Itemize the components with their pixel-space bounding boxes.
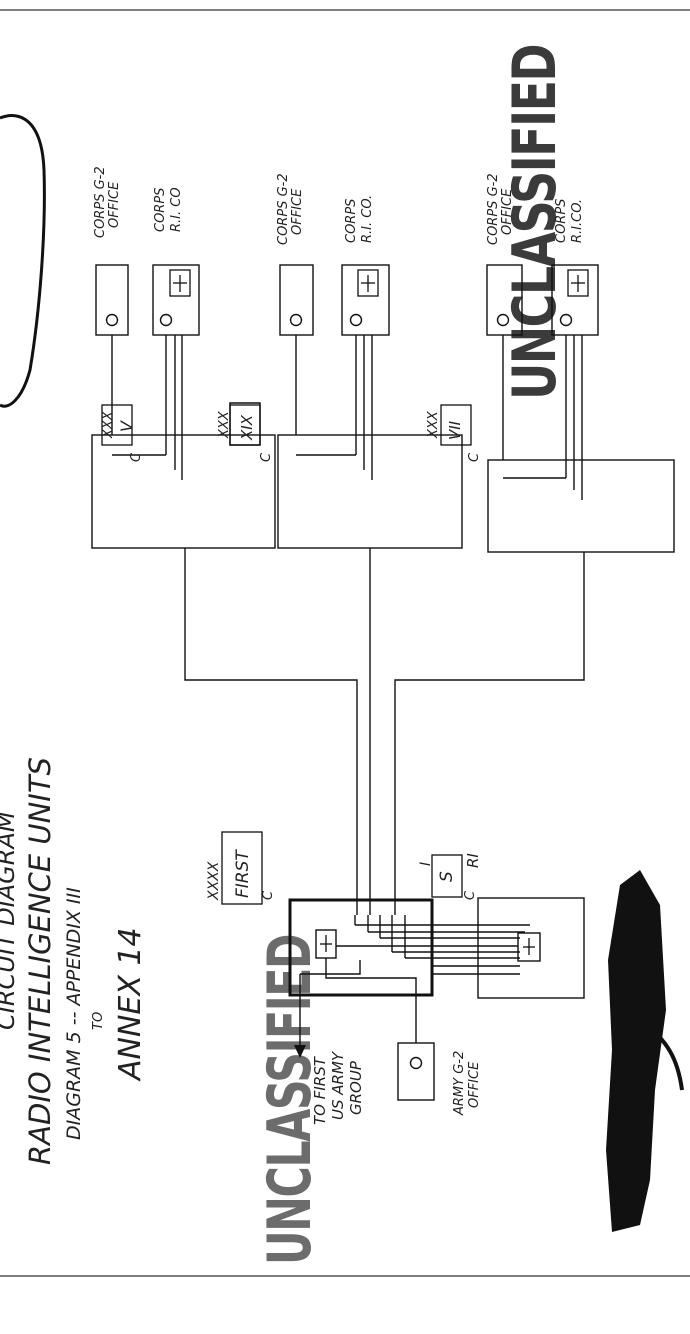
corps-xix-g2-label-1: CORPS G-2 <box>276 173 291 245</box>
army-first-headquarters-box <box>288 898 434 997</box>
corps-vii-headquarters-box <box>487 459 675 553</box>
army-c: C <box>261 890 276 900</box>
corps-vii-ri-co-box <box>551 264 599 336</box>
corps-v-number: V <box>117 420 136 432</box>
corps-v-ri-co-box <box>152 264 200 336</box>
corps-v-unit-box <box>101 404 133 446</box>
corps-vii-designation: XXX <box>426 410 441 439</box>
corps-vii-ri-label-1: CORPS <box>554 199 569 243</box>
switchboard-symbols <box>169 269 589 955</box>
title-line-4: TO <box>91 1012 106 1030</box>
corps-vii-c: C <box>467 452 482 462</box>
corps-vii-g2-office-box <box>486 264 523 336</box>
to-group-line-2: US ARMY <box>329 1050 347 1120</box>
army-name: FIRST <box>233 849 253 898</box>
title-line-1: CIRCUIT DIAGRAM <box>0 811 20 1030</box>
arrow-to-army-group-icon <box>294 1045 306 1058</box>
corps-vii-unit-box <box>440 404 472 446</box>
title-line-2: RADIO INTELLIGENCE UNITS <box>23 757 57 1165</box>
corps-xix-ri-label-1: CORPS <box>344 199 359 243</box>
to-group-line-3: GROUP <box>347 1060 365 1115</box>
corps-xix-number: XIX <box>238 414 256 441</box>
corps-xix-ri-co-box <box>341 264 390 336</box>
corps-vii-g2-label-1: CORPS G-2 <box>486 173 501 245</box>
ri-unit-suffix: RI <box>464 853 482 868</box>
to-group-line-1: TO FIRST <box>311 1055 329 1125</box>
corps-v-headquarters-box <box>91 434 276 549</box>
stamp-top-text: UNCLASSIFIED <box>500 45 570 400</box>
ri-unit-symbol-box <box>431 854 463 898</box>
ri-switchboard-box <box>517 932 541 962</box>
corps-vii-switchboard-icon <box>567 269 589 297</box>
corps-xix-headquarters-box <box>277 434 463 549</box>
army-g2-office-box <box>397 1042 435 1101</box>
army-g2-label-1: ARMY G-2 <box>452 1051 467 1116</box>
redaction-mark-right <box>606 870 666 1232</box>
army-first-unit-box <box>221 831 263 905</box>
stamp-top: UNCLASSIFIED <box>500 45 570 400</box>
title-line-3: DIAGRAM 5 -- APPENDIX III <box>63 887 85 1140</box>
wiring <box>91 264 675 1101</box>
title-line-5: ANNEX 14 <box>113 927 148 1082</box>
ri-unit-box <box>477 897 585 999</box>
corps-vii-g2-label-2: OFFICE <box>500 188 515 235</box>
corps-v-g2-label-1: CORPS G-2 <box>93 166 108 238</box>
corps-vii-number: VII <box>446 420 464 440</box>
corps-vii-ri-label-2: R.I.CO. <box>570 199 585 243</box>
corps-v-g2-label-2: OFFICE <box>107 181 122 228</box>
army-designation: XXXX <box>206 861 222 901</box>
corps-v-ri-label-1: CORPS <box>153 188 168 232</box>
corps-xix-switchboard-icon <box>357 269 379 297</box>
corps-v-switchboard-icon <box>169 269 191 297</box>
corps-xix-c: C <box>259 452 274 462</box>
ri-unit-c: C <box>463 890 478 900</box>
ri-unit-letter: S <box>437 871 457 882</box>
corps-xix-ri-label-2: R.I. CO. <box>360 195 375 243</box>
hand-drawn-loop <box>0 114 46 408</box>
corps-v-ri-label-2: R.I. CO <box>169 187 184 232</box>
corps-xix-g2-label-2: OFFICE <box>290 188 305 235</box>
terminals <box>105 313 573 1070</box>
corps-v-c: C <box>129 452 144 462</box>
corps-v-designation: XXX <box>101 410 116 439</box>
army-g2-label-2: OFFICE <box>467 1061 482 1108</box>
corps-xix-unit-box <box>229 404 261 446</box>
corps-xix-designation: XXX <box>217 410 232 439</box>
corps-symbols <box>101 404 472 905</box>
redaction-stroke <box>638 1018 684 1091</box>
title-block: CIRCUIT DIAGRAM RADIO INTELLIGENCE UNITS… <box>0 757 148 1165</box>
ri-unit-designation: I <box>418 862 434 866</box>
